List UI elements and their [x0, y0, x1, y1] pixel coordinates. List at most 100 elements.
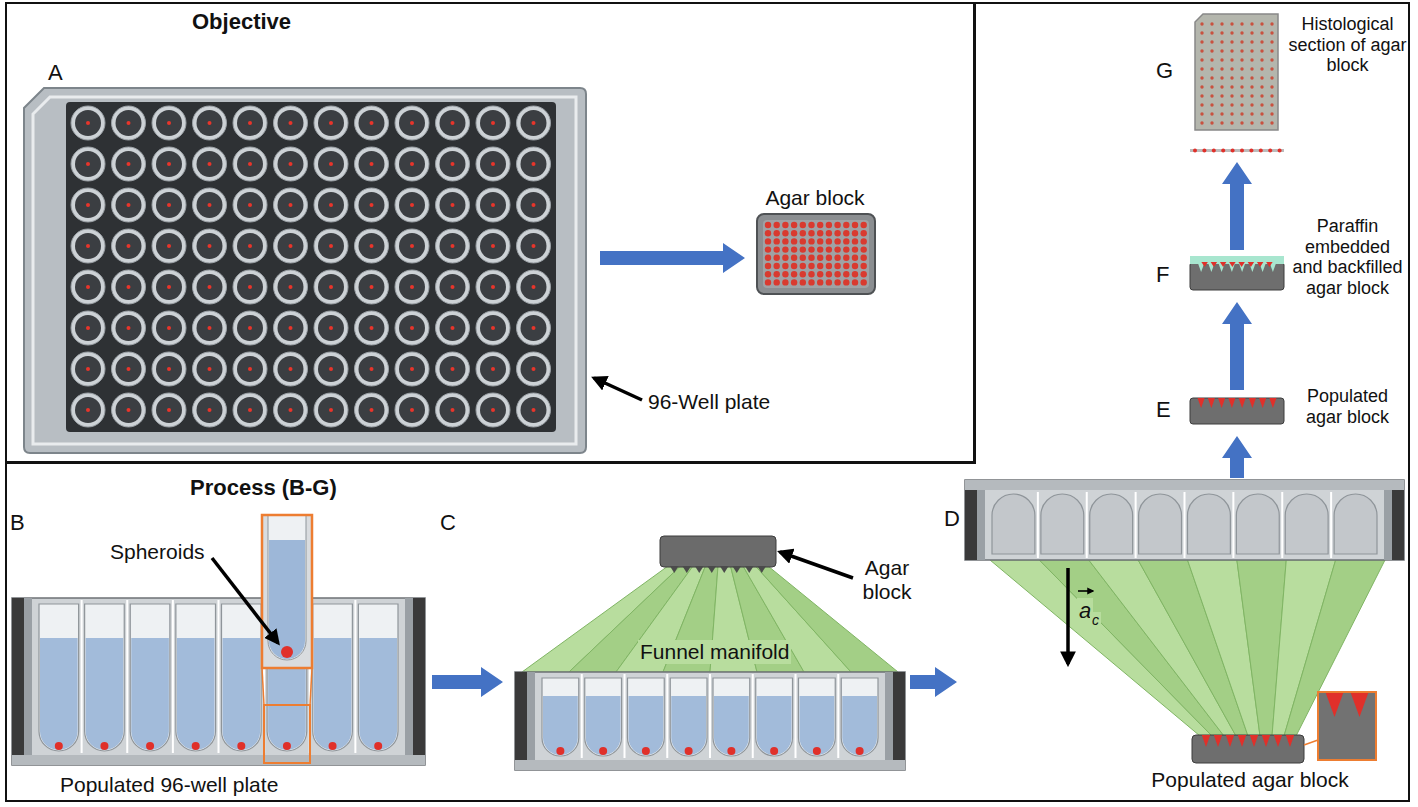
spheroid — [127, 326, 131, 330]
zoom-line — [1304, 740, 1318, 745]
spheroid — [861, 238, 867, 244]
panel-letter: F — [1156, 262, 1169, 287]
well — [358, 604, 398, 751]
spheroid — [208, 244, 212, 248]
spheroid — [782, 255, 788, 261]
well-rim — [517, 147, 551, 181]
well — [278, 192, 304, 218]
well — [521, 192, 547, 218]
spheroid — [208, 367, 212, 371]
spheroid — [86, 203, 90, 207]
spheroid — [289, 285, 293, 289]
spheroid-section — [1270, 31, 1273, 34]
well — [542, 678, 579, 756]
well — [318, 192, 344, 218]
spheroid — [86, 244, 90, 248]
spheroid-section — [1260, 67, 1263, 70]
well — [399, 151, 425, 177]
well-rim — [314, 393, 348, 427]
well-divider — [1037, 492, 1039, 558]
well-rim — [355, 188, 389, 222]
well — [75, 274, 101, 300]
spheroid — [248, 162, 252, 166]
well — [399, 110, 425, 136]
panel-heading: Objective — [192, 9, 291, 34]
well-rim — [314, 188, 348, 222]
spheroid — [329, 326, 333, 330]
well-rim — [314, 106, 348, 140]
spheroid — [826, 222, 832, 228]
culture-medium — [842, 696, 877, 755]
spheroid-section — [1200, 67, 1203, 70]
spheroid — [532, 367, 536, 371]
populated-agar-block — [1190, 398, 1284, 424]
well-rim — [152, 229, 186, 263]
spheroid — [248, 367, 252, 371]
spheroid-cavity — [1249, 398, 1256, 408]
spheroid — [167, 326, 171, 330]
spheroid-section — [1260, 22, 1263, 25]
spheroid — [329, 742, 337, 750]
spheroid-section — [1210, 76, 1213, 79]
spheroid — [248, 244, 252, 248]
well — [521, 397, 547, 423]
spheroid — [782, 230, 788, 236]
well-rim — [112, 106, 146, 140]
spheroid-section — [1210, 22, 1213, 25]
spheroid-section — [1230, 76, 1233, 79]
culture-medium — [86, 638, 124, 750]
well — [75, 151, 101, 177]
plate-wall-inner — [527, 672, 535, 770]
well — [521, 233, 547, 259]
well-rim — [355, 106, 389, 140]
well — [359, 151, 385, 177]
spheroid — [532, 408, 536, 412]
spheroid-section — [1240, 31, 1243, 34]
well — [440, 192, 466, 218]
well — [156, 110, 182, 136]
spheroid — [289, 162, 293, 166]
well — [359, 110, 385, 136]
spheroid-section — [1260, 49, 1263, 52]
well-rim — [517, 106, 551, 140]
spheroid — [289, 121, 293, 125]
well — [116, 192, 142, 218]
spheroid — [861, 246, 867, 252]
spheroid — [685, 747, 693, 755]
spheroid-cavity — [682, 566, 691, 573]
well — [399, 192, 425, 218]
spheroid — [127, 162, 131, 166]
spheroid — [817, 230, 823, 236]
plate-wall-inner — [885, 672, 893, 770]
spheroid — [410, 285, 414, 289]
spheroid — [329, 203, 333, 207]
well — [116, 397, 142, 423]
spheroid — [817, 246, 823, 252]
well — [75, 397, 101, 423]
well — [156, 274, 182, 300]
well-rim — [233, 106, 267, 140]
spheroid — [834, 255, 840, 261]
well — [75, 356, 101, 382]
well-rim — [71, 393, 105, 427]
vector-arrow — [1078, 590, 1093, 592]
spheroid-section — [1200, 40, 1203, 43]
well — [399, 233, 425, 259]
agar-block — [1190, 262, 1284, 290]
spheroid — [765, 238, 771, 244]
spheroid — [370, 162, 374, 166]
well-divider — [709, 674, 711, 758]
spheroid — [826, 238, 832, 244]
well-divider — [1184, 492, 1186, 558]
spheroid — [774, 246, 780, 252]
spheroid-section — [1220, 85, 1223, 88]
spheroid — [765, 263, 771, 269]
spheroid — [532, 162, 536, 166]
spheroid — [374, 742, 382, 750]
spheroid — [843, 271, 849, 277]
well-divider — [624, 674, 626, 758]
spheroid — [289, 367, 293, 371]
well-rim — [395, 229, 429, 263]
spheroid — [774, 255, 780, 261]
spheroid — [782, 246, 788, 252]
